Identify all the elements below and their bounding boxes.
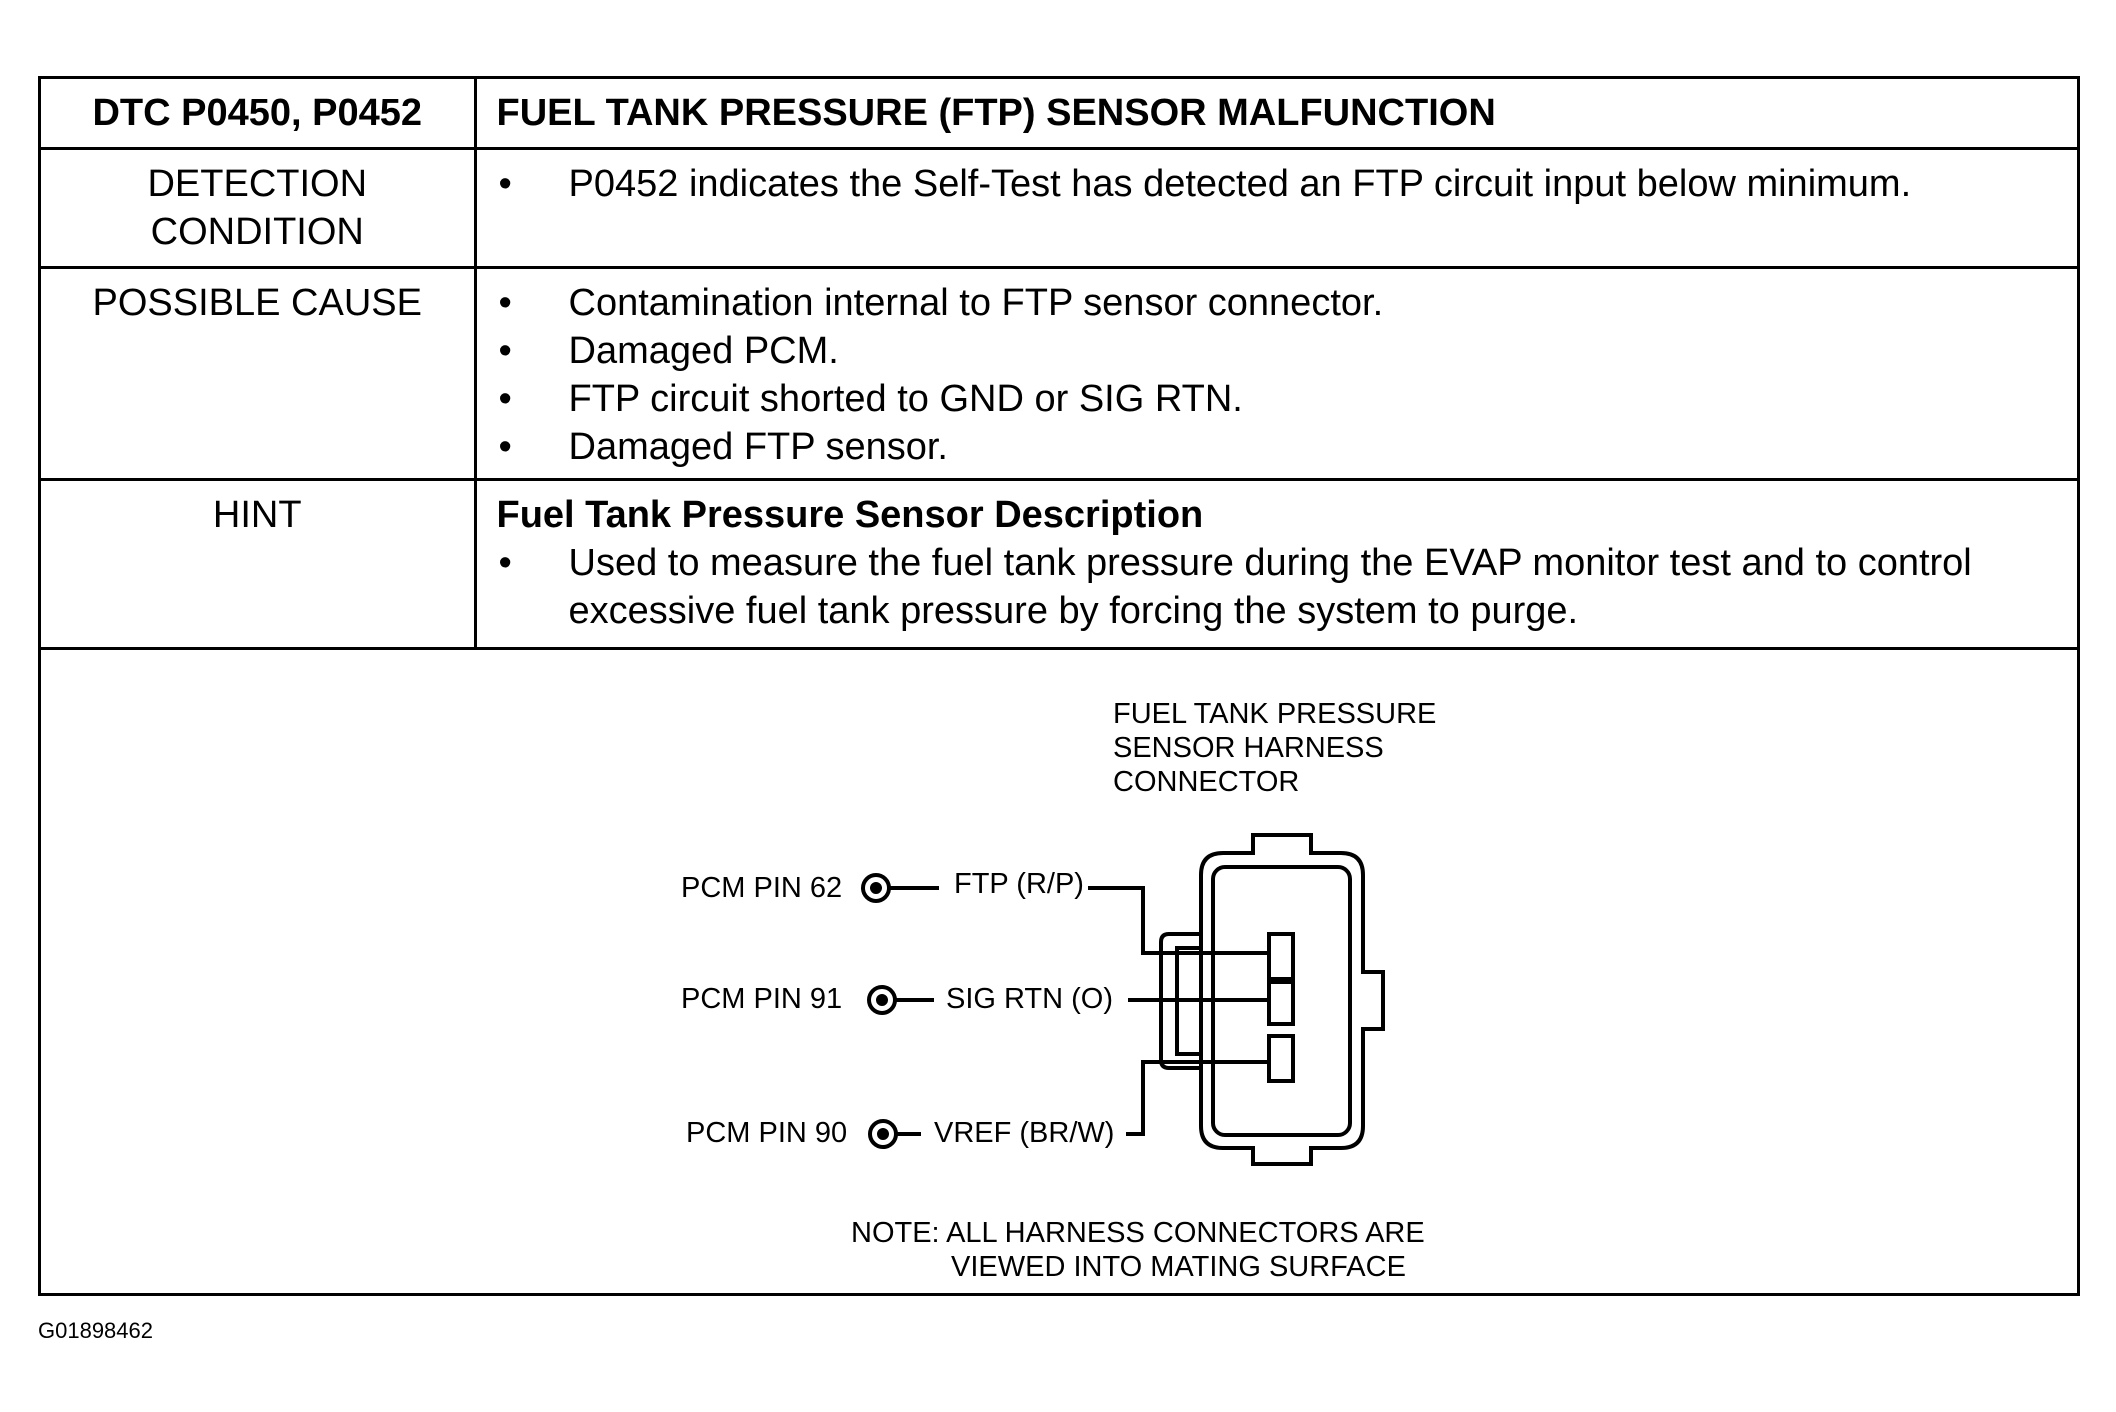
dtc-table: DTC P0450, P0452 FUEL TANK PRESSURE (FTP… (41, 79, 2077, 650)
wire-ftp (1088, 886, 1269, 955)
cavity-3 (1267, 1034, 1295, 1083)
detection-row: DETECTION CONDITION P0452 indicates the … (41, 148, 2078, 269)
dtc-sheet: DTC P0450, P0452 FUEL TANK PRESSURE (FTP… (38, 76, 2080, 1296)
sig-rtn-circuit-label: SIG RTN (O) (946, 983, 1114, 1015)
wire-vref (1126, 1060, 1269, 1136)
terminal-pin-91-icon (867, 985, 934, 1015)
connector-drawing (861, 833, 1385, 1166)
connector-diagram: FUEL TANK PRESSURE SENSOR HARNESS CONNEC… (41, 652, 2077, 1293)
detection-content: P0452 indicates the Self-Test has detect… (475, 148, 2078, 269)
header-row: DTC P0450, P0452 FUEL TANK PRESSURE (FTP… (41, 79, 2077, 150)
possible-cause-item: Contamination internal to FTP sensor con… (477, 279, 2078, 327)
hint-subtitle: Fuel Tank Pressure Sensor Description (496, 494, 1204, 536)
possible-cause-item: FTP circuit shorted to GND or SIG RTN. (477, 375, 2078, 423)
figure-code: G01898462 (38, 1318, 153, 1343)
cavity-1 (1267, 932, 1295, 981)
viewing-note-line2: VIEWED INTO MATING SURFACE (951, 1251, 1406, 1283)
possible-cause-content: Contamination internal to FTP sensor con… (475, 267, 2078, 481)
hint-row: HINT Fuel Tank Pressure Sensor Descripti… (41, 479, 2078, 650)
hint-item: Used to measure the fuel tank pressure d… (477, 539, 2078, 635)
dtc-code: DTC P0450, P0452 (41, 79, 477, 150)
viewing-note-line1: NOTE: ALL HARNESS CONNECTORS ARE (851, 1217, 1425, 1249)
possible-cause-item: Damaged PCM. (477, 327, 2078, 375)
terminal-pin-62-icon (861, 873, 939, 903)
connector-body-inner (1211, 865, 1352, 1137)
pcm-pin-90-label: PCM PIN 90 (686, 1117, 848, 1149)
detection-label-line2: CONDITION (150, 211, 364, 253)
possible-cause-list: Contamination internal to FTP sensor con… (477, 279, 2078, 471)
connector-lock-tab (1159, 932, 1201, 1070)
connector-title-line1: FUEL TANK PRESSURE (1113, 698, 1437, 730)
ftp-circuit-label: FTP (R/P) (954, 868, 1084, 900)
possible-cause-item: Damaged FTP sensor. (477, 423, 2078, 471)
connector-title-line2: SENSOR HARNESS (1113, 732, 1384, 764)
detection-label-line1: DETECTION (147, 163, 368, 205)
detection-list: P0452 indicates the Self-Test has detect… (477, 160, 2078, 208)
pcm-pin-62-label: PCM PIN 62 (681, 872, 843, 904)
detection-label: DETECTION CONDITION (41, 148, 477, 269)
connector-body-outer (1199, 833, 1385, 1166)
connector-title-line3: CONNECTOR (1113, 766, 1300, 798)
cavity-2 (1267, 980, 1295, 1026)
terminal-pin-90-icon (868, 1119, 921, 1149)
vref-circuit-label: VREF (BR/W) (934, 1117, 1115, 1149)
viewing-note: NOTE: ALL HARNESS CONNECTORS ARE VIEWED … (851, 1216, 1425, 1284)
detection-item: P0452 indicates the Self-Test has detect… (477, 160, 2078, 208)
possible-cause-label: POSSIBLE CAUSE (41, 267, 477, 481)
hint-label: HINT (41, 479, 477, 650)
possible-cause-row: POSSIBLE CAUSE Contamination internal to… (41, 267, 2078, 481)
hint-list: Used to measure the fuel tank pressure d… (477, 539, 2078, 635)
dtc-title: FUEL TANK PRESSURE (FTP) SENSOR MALFUNCT… (475, 79, 2077, 150)
pcm-pin-91-label: PCM PIN 91 (681, 983, 843, 1015)
connector-title: FUEL TANK PRESSURE SENSOR HARNESS CONNEC… (1113, 697, 1436, 799)
hint-content: Fuel Tank Pressure Sensor Description Us… (475, 479, 2078, 650)
